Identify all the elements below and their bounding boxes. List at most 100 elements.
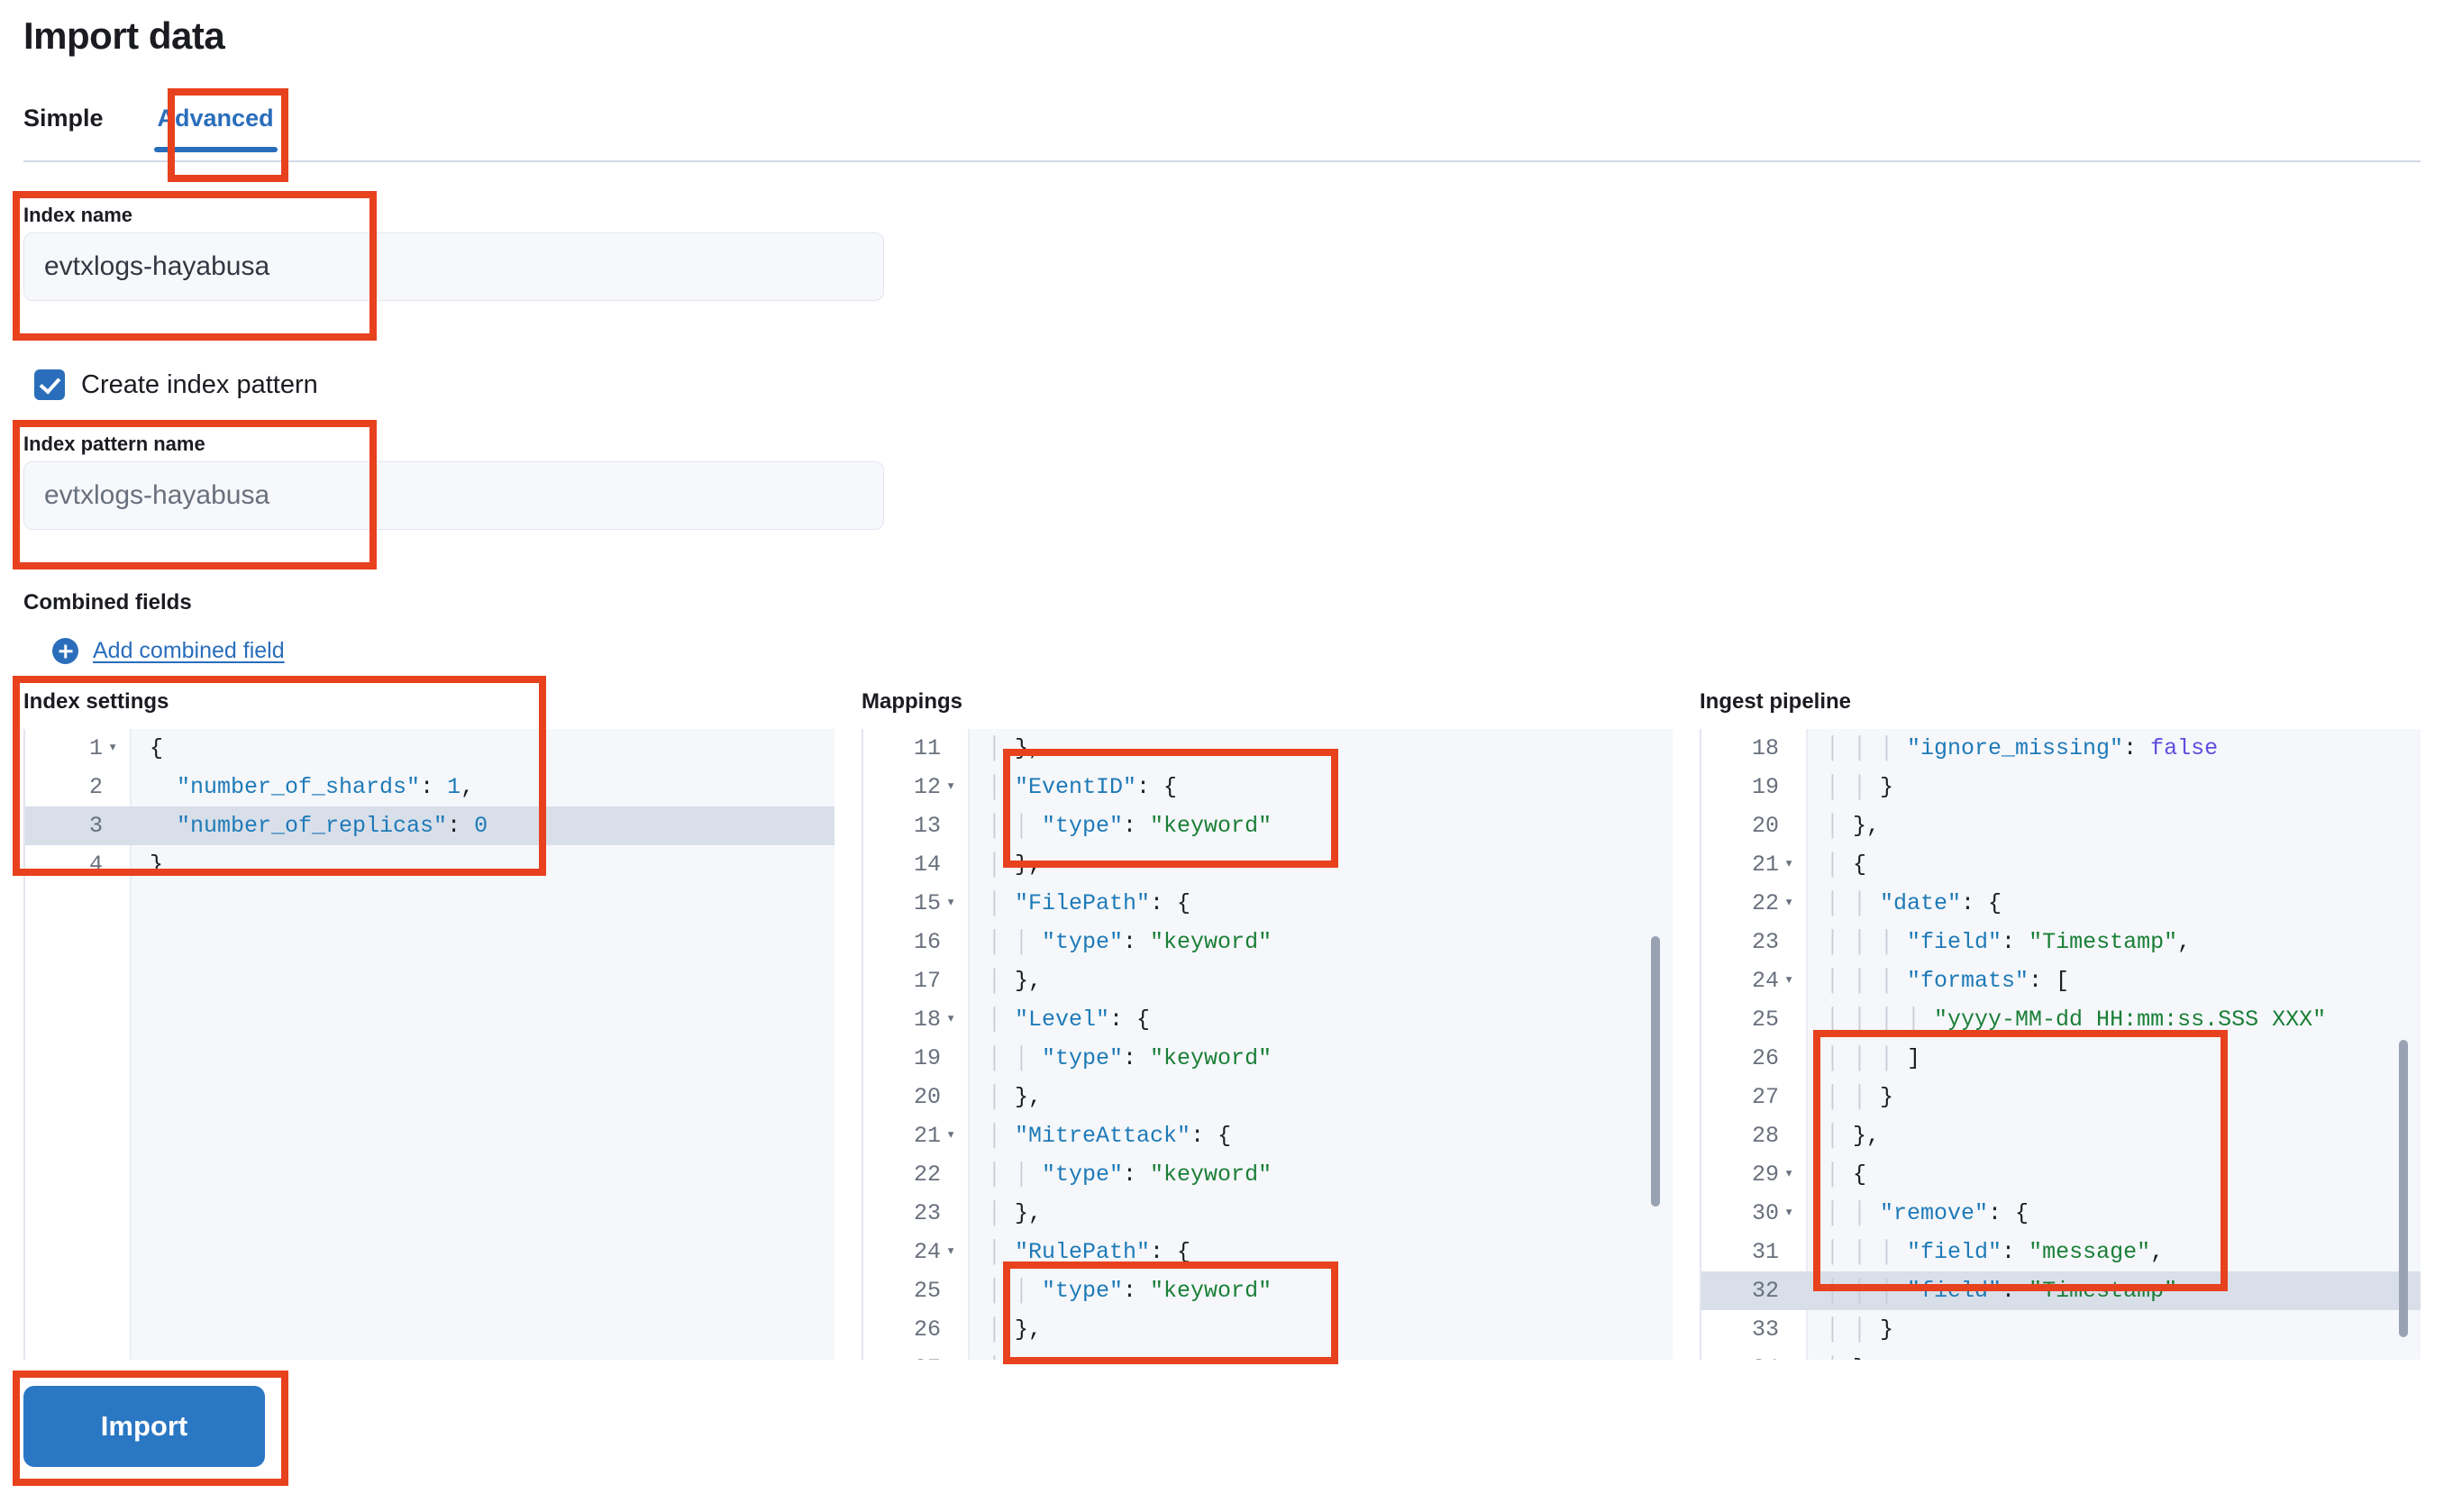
index-name-input[interactable]: evtxlogs-hayabusa: [23, 232, 884, 301]
code-line: 13 │ │ "type": "keyword": [862, 806, 1673, 845]
mappings-gutter: [862, 729, 968, 1360]
code-text: │ {: [1826, 852, 1867, 878]
fold-toggle-icon[interactable]: ▾: [1784, 895, 1794, 912]
fold-toggle-icon[interactable]: ▾: [1784, 856, 1794, 873]
line-number: 28: [1751, 1123, 1779, 1149]
fold-toggle-icon[interactable]: ▾: [1784, 972, 1794, 989]
mappings-column: Mappings 11│ },12▾│ "EventID": {13│ │ "t…: [862, 689, 1673, 1361]
editor-scrollbar[interactable]: [1651, 936, 1660, 1207]
tab-bar: Simple Advanced: [23, 97, 2421, 162]
index-settings-code[interactable]: 1▾{2 "number_of_shards": 1,3 "number_of_…: [23, 729, 834, 1360]
code-line: 23 │ │ │ "field": "Timestamp",: [1700, 923, 2421, 961]
code-text: │ │ │ "ignore_missing": false: [1826, 735, 2219, 761]
code-text: │ │ │ "field": "Timestamp",: [1826, 929, 2192, 955]
line-number: 29: [1751, 1161, 1779, 1188]
line-number: 33: [1751, 1316, 1779, 1343]
code-text: {: [150, 735, 164, 761]
code-text: │ "FilePath": {: [988, 890, 1191, 916]
code-text: │ },: [988, 1200, 1043, 1226]
code-text: │ },: [1826, 1123, 1881, 1149]
mappings-editor[interactable]: 11│ },12▾│ "EventID": {13│ │ "type": "ke…: [862, 729, 1673, 1360]
line-number: 20: [1751, 813, 1779, 839]
fold-toggle-icon[interactable]: ▾: [108, 740, 118, 757]
editors-row: Index settings 1▾{2 "number_of_shards": …: [23, 689, 2421, 1361]
code-line: 22│ │ "type": "keyword": [862, 1155, 1673, 1194]
code-text: │ │ "type": "keyword": [988, 1045, 1272, 1071]
code-line: 2 "number_of_shards": 1,: [23, 768, 834, 806]
line-number: 24: [913, 1239, 941, 1265]
code-line: 20│ },: [862, 1078, 1673, 1116]
line-number: 19: [1751, 774, 1779, 800]
line-number: 13: [913, 813, 941, 839]
line-number: 20: [913, 1084, 941, 1110]
line-number: 16: [913, 929, 941, 955]
line-number: 26: [1751, 1045, 1779, 1071]
line-number: 23: [1751, 929, 1779, 955]
line-number: 30: [1751, 1200, 1779, 1226]
ingest-pipeline-code[interactable]: 18 │ │ │ "ignore_missing": false 19 │ │ } 20…: [1700, 729, 2421, 1360]
fold-toggle-icon[interactable]: ▾: [1784, 1166, 1794, 1183]
fold-toggle-icon[interactable]: ▾: [946, 1011, 956, 1028]
index-pattern-name-label: Index pattern name: [23, 433, 205, 455]
fold-toggle-icon[interactable]: ▾: [946, 1127, 956, 1144]
code-line: 33 │ │ }: [1700, 1310, 2421, 1349]
code-line: 19 │ │ }: [1700, 768, 2421, 806]
code-text: │ },: [988, 968, 1043, 994]
create-index-pattern-checkbox[interactable]: [34, 369, 65, 400]
code-text: │ │ │ ]: [1826, 1045, 1921, 1071]
index-settings-gutter-separator: [130, 729, 132, 1360]
code-text: │ },: [988, 735, 1043, 761]
tab-simple[interactable]: Simple: [23, 105, 104, 132]
code-line: 21 ▾ │ {: [1700, 845, 2421, 884]
fold-toggle-icon[interactable]: ▾: [1784, 1205, 1794, 1222]
code-line: 3 "number_of_replicas": 0: [23, 806, 834, 845]
line-number: 32: [1751, 1278, 1779, 1304]
index-settings-editor[interactable]: 1▾{2 "number_of_shards": 1,3 "number_of_…: [23, 729, 834, 1360]
ingest-pipeline-column: Ingest pipeline 18 │ │ │ "ignore_missing"…: [1700, 689, 2421, 1361]
mappings-code[interactable]: 11│ },12▾│ "EventID": {13│ │ "type": "ke…: [862, 729, 1673, 1360]
line-number: 14: [913, 852, 941, 878]
code-text: │ },: [1826, 813, 1881, 839]
code-line: 16│ │ "type": "keyword": [862, 923, 1673, 961]
import-button[interactable]: Import: [23, 1386, 265, 1467]
combined-fields-title: Combined fields: [23, 590, 192, 615]
fold-toggle-icon[interactable]: ▾: [946, 1243, 956, 1261]
line-number: 25: [913, 1278, 941, 1304]
line-number: 23: [913, 1200, 941, 1226]
ingest-pipeline-editor[interactable]: 18 │ │ │ "ignore_missing": false 19 │ │ } 20…: [1700, 729, 2421, 1360]
line-number: 18: [1751, 735, 1779, 761]
code-text: "number_of_replicas": 0: [177, 813, 488, 839]
mappings-gutter-separator: [968, 729, 970, 1360]
code-line: 24▾│ │ │ "formats": [: [1700, 961, 2421, 1000]
tab-divider: [23, 160, 2421, 162]
index-pattern-name-input[interactable]: evtxlogs-hayabusa: [23, 461, 884, 530]
code-line: 17│ },: [862, 961, 1673, 1000]
code-text: │ │ }: [1826, 1316, 1894, 1343]
code-text: │ "EventID": {: [988, 774, 1178, 800]
fold-toggle-icon[interactable]: ▾: [946, 779, 956, 796]
editor-scrollbar[interactable]: [2399, 1040, 2408, 1337]
ingest-pipeline-title: Ingest pipeline: [1700, 689, 1852, 714]
code-line: 28 │ },: [1700, 1116, 2421, 1155]
code-line: 18 │ │ │ "ignore_missing": false: [1700, 729, 2421, 768]
editor-spacer-2: [1673, 689, 1700, 1361]
page-title: Import data: [23, 14, 225, 57]
add-combined-field-button[interactable]: Add combined field: [52, 638, 285, 664]
code-text: │ │ }: [1826, 774, 1894, 800]
tab-advanced[interactable]: Advanced: [131, 97, 301, 152]
code-text: │ │ "type": "keyword": [988, 813, 1272, 839]
add-combined-field-label: Add combined field: [93, 638, 285, 663]
line-number: 21: [1751, 852, 1779, 878]
code-text: │ {: [1826, 1161, 1867, 1188]
code-line: 11│ },: [862, 729, 1673, 768]
plus-circle-icon: [52, 638, 78, 664]
code-line: 19│ │ "type": "keyword": [862, 1039, 1673, 1078]
create-index-pattern-row[interactable]: Create index pattern: [34, 369, 318, 400]
code-line: 26│ },: [862, 1310, 1673, 1349]
fold-toggle-icon[interactable]: ▾: [946, 895, 956, 912]
fold-toggle-icon[interactable]: ▾: [946, 1349, 962, 1360]
code-text: │ },: [988, 852, 1043, 878]
mappings-title: Mappings: [862, 689, 962, 714]
code-line: 15▾│ "FilePath": {: [862, 884, 1673, 923]
line-number: 24: [1751, 968, 1779, 994]
